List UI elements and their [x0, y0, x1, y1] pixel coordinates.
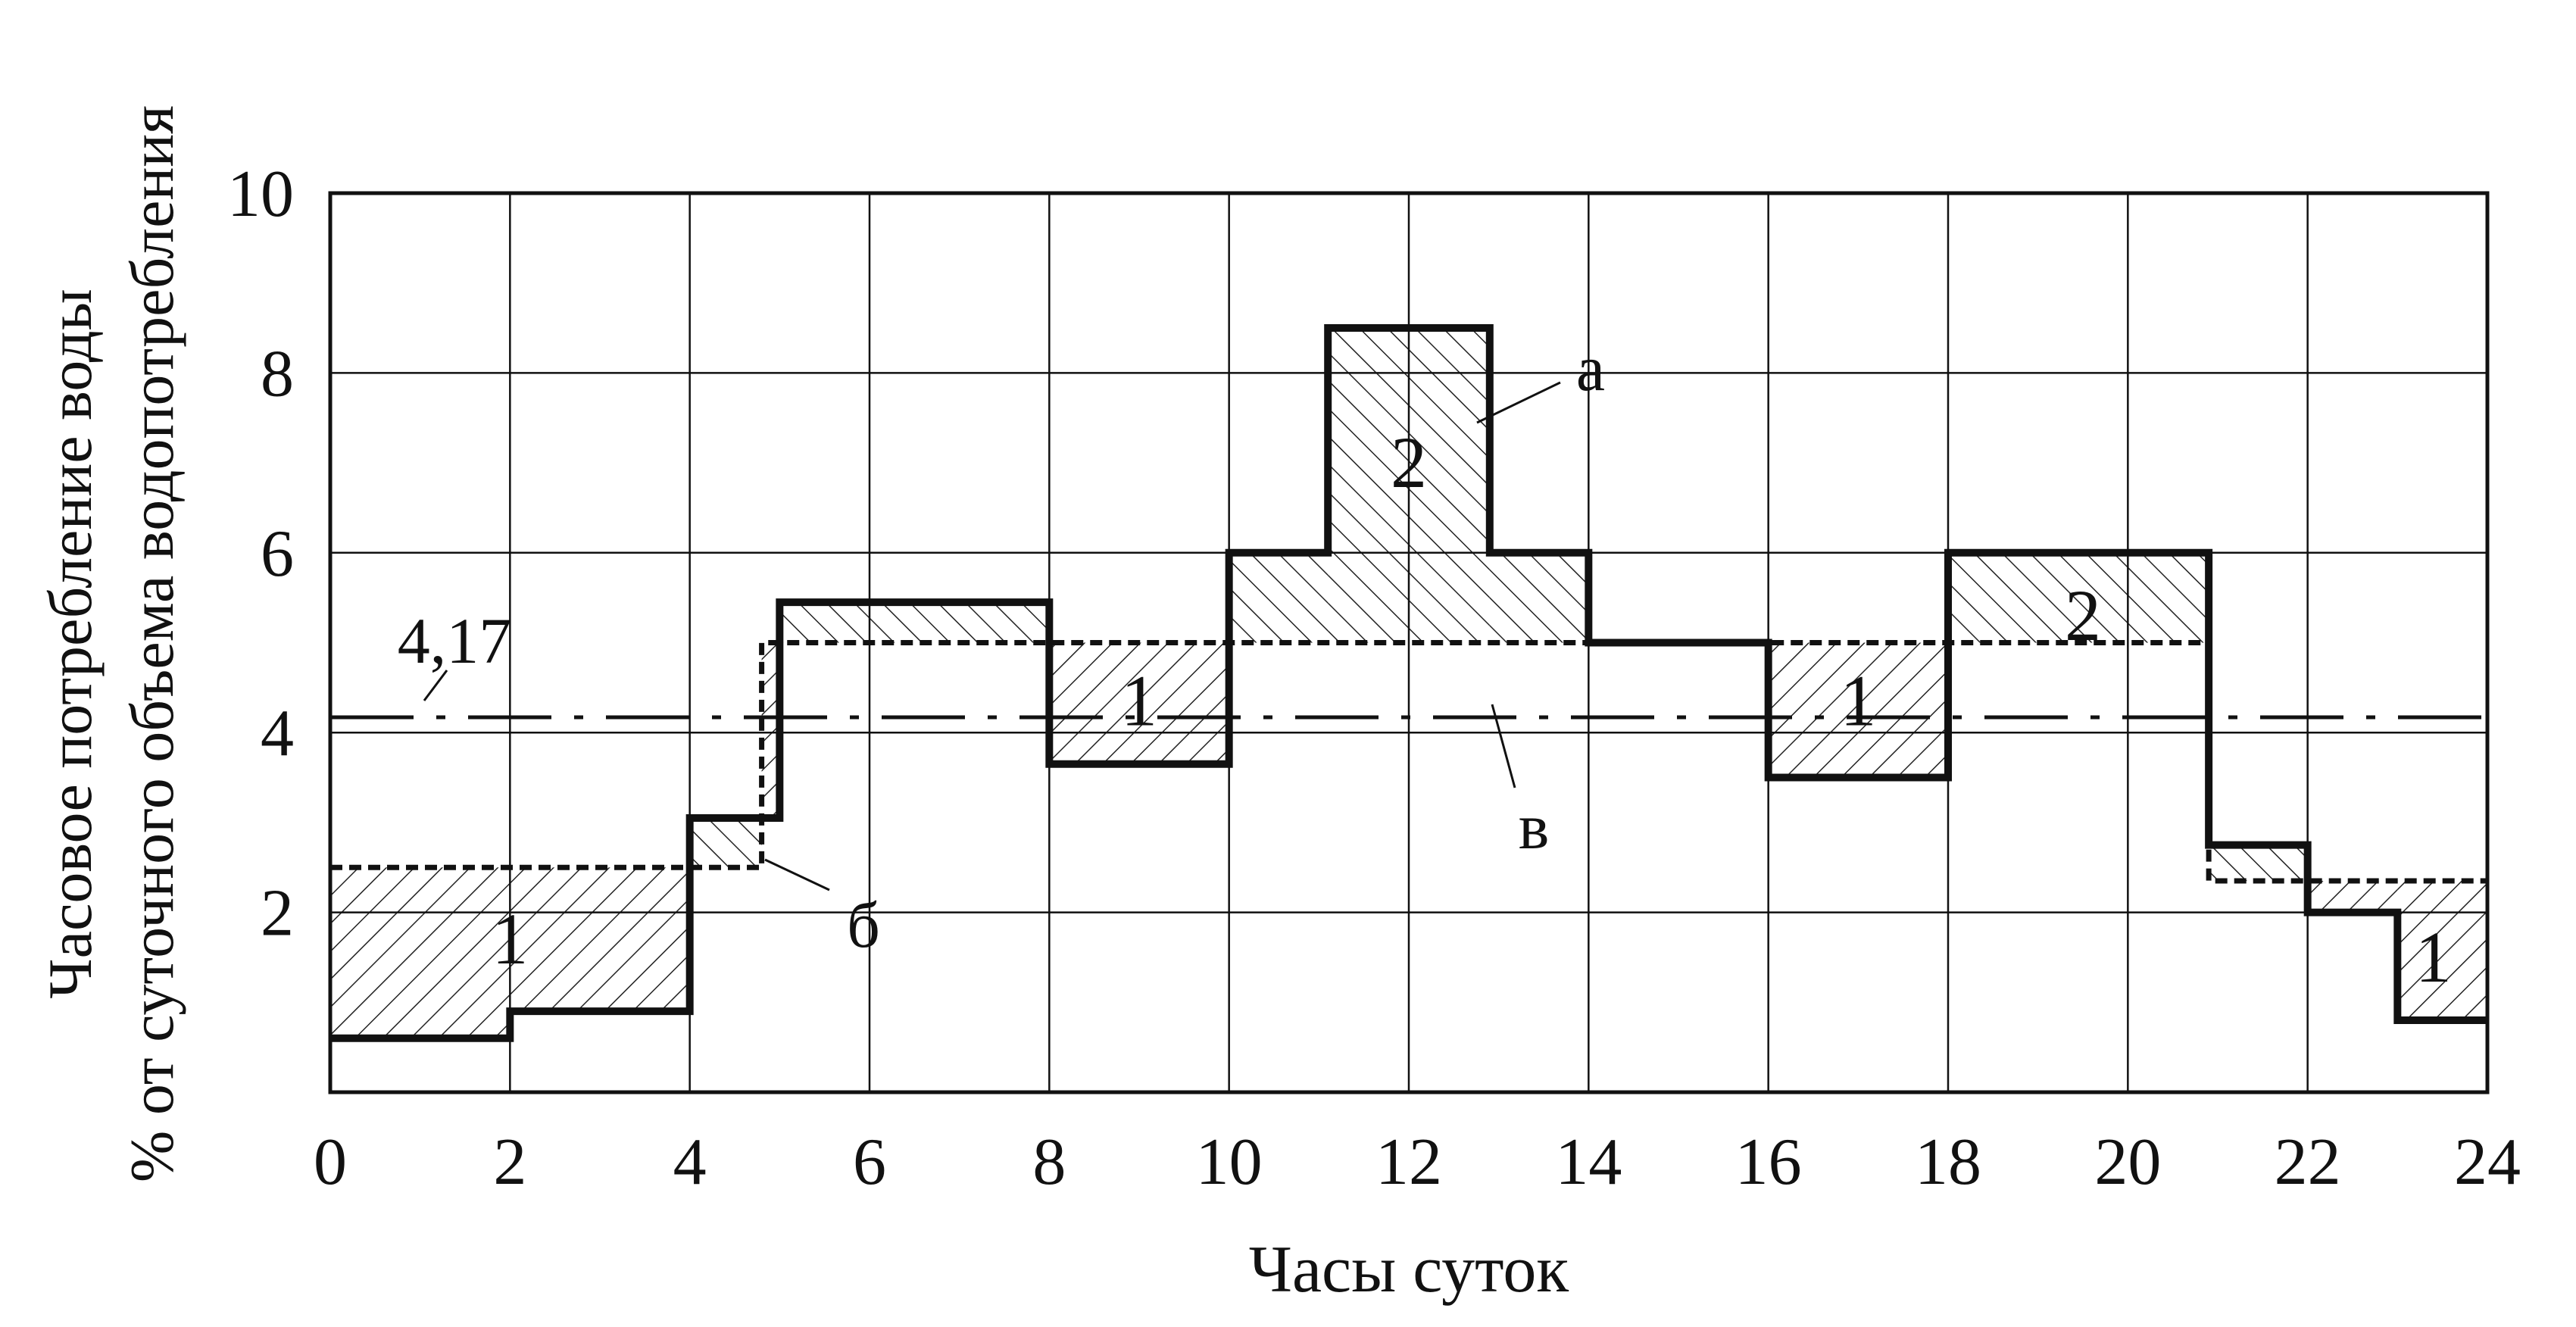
series-a-label: а	[1576, 332, 1605, 404]
x-tick-label: 24	[2454, 1126, 2521, 1199]
zone-label: 2	[2065, 575, 2101, 656]
zone-label: 2	[1391, 422, 1427, 503]
deficit-area	[761, 642, 780, 818]
x-tick-label: 0	[314, 1126, 347, 1199]
x-tick-label: 6	[853, 1126, 886, 1199]
y-tick-label: 4	[261, 697, 294, 770]
surplus-area	[1948, 552, 2209, 643]
deficit-area	[2397, 881, 2487, 1021]
x-tick-label: 16	[1735, 1126, 1802, 1199]
zone-label: 1	[1121, 660, 1157, 742]
surplus-area	[1229, 552, 1329, 643]
y-axis-title-line-2: % от суточного объема водопотребления	[117, 105, 186, 1182]
x-tick-label: 22	[2275, 1126, 2341, 1199]
average-label-leader	[423, 670, 448, 701]
y-tick-labels: 10 8 6 4 2	[227, 158, 294, 951]
y-tick-label: 2	[261, 877, 294, 951]
series-b-line	[330, 640, 2487, 884]
x-tick-label: 18	[1915, 1126, 1981, 1199]
average-value-label: 4,17	[398, 604, 512, 677]
x-tick-label: 12	[1375, 1126, 1442, 1199]
deficit-area	[1768, 642, 1948, 778]
surplus-area	[689, 817, 762, 868]
surplus-area	[1489, 552, 1589, 643]
series-a-line	[330, 324, 2487, 1042]
x-tick-label: 14	[1555, 1126, 1622, 1199]
x-tick-label: 8	[1032, 1126, 1066, 1199]
series-b-leader	[764, 858, 830, 891]
deficit-surplus-hatching	[330, 328, 2487, 1038]
series-b-label: б	[847, 888, 880, 961]
series-a-leader	[1476, 381, 1561, 424]
y-tick-label: 6	[261, 517, 294, 591]
zone-labels: 1 1 2 1 2 1	[492, 422, 2451, 998]
x-axis-title: Часы суток	[1249, 1233, 1569, 1307]
y-axis-title-line-1: Часовое потребление воды	[36, 289, 105, 998]
series-c-label: в	[1519, 790, 1550, 863]
deficit-area	[1049, 642, 1229, 764]
x-tick-label: 20	[2094, 1126, 2161, 1199]
deficit-area	[330, 867, 511, 1038]
x-tick-label: 10	[1196, 1126, 1263, 1199]
zone-label: 1	[2415, 916, 2452, 998]
series-c-leader	[1491, 704, 1516, 788]
surplus-area	[779, 602, 1050, 643]
series-layer	[330, 324, 2487, 1042]
x-tick-label: 2	[493, 1126, 526, 1199]
zone-label: 1	[492, 898, 528, 979]
surplus-area	[2209, 845, 2218, 882]
zone-label: 1	[1840, 660, 1876, 742]
deficit-area	[510, 867, 690, 1012]
y-tick-label: 10	[227, 158, 294, 231]
annotations: 4,17 а б в	[398, 332, 1605, 961]
x-tick-label: 4	[673, 1126, 707, 1199]
deficit-area	[2307, 881, 2398, 913]
y-tick-label: 8	[261, 337, 294, 411]
surplus-area	[2218, 845, 2308, 882]
plot-frame	[328, 191, 2490, 1094]
